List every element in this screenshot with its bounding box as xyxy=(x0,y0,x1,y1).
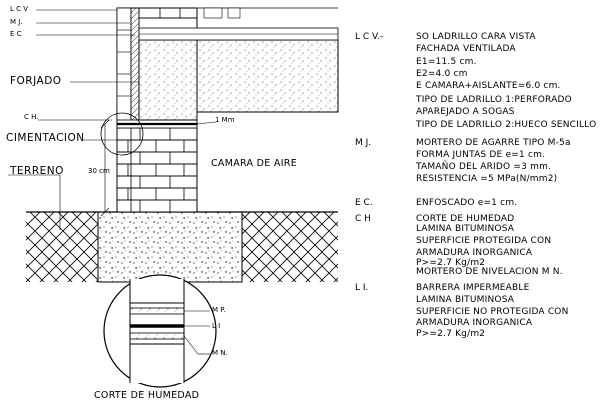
label-leaders xyxy=(8,9,139,230)
legend-ch-line-2: LAMINA BITUMINOSA xyxy=(416,224,515,234)
legend-mj-line-4: RESISTENCIA =5 MPa(N/mm2) xyxy=(416,174,558,184)
legend-lcv-line-8: TIPO DE LADRILLO 2:HUECO SENCILLO xyxy=(416,120,597,130)
legend-ch-line-6: MORTERO DE NIVELACION M N. xyxy=(416,267,563,277)
label-ch: C H. xyxy=(24,113,39,121)
label-camara-de-aire: CAMARA DE AIRE xyxy=(211,158,298,169)
legend-lcv-line-5: E CAMARA+AISLANTE=6.0 cm. xyxy=(416,81,561,91)
label-corte-de-humedad: CORTE DE HUMEDAD xyxy=(94,390,200,401)
legend-code-lcv: L C V.- xyxy=(355,32,384,42)
legend-lcv-line-6: TIPO DE LADRILLO 1:PERFORADO xyxy=(416,95,572,105)
legend-mj-line-1: MORTERO DE AGARRE TIPO M-5a xyxy=(416,138,571,148)
label-forjado: FORJADO xyxy=(10,75,62,87)
label-terreno: TERRENO xyxy=(10,165,64,177)
terrain-hatch xyxy=(26,212,338,282)
label-mn: M N. xyxy=(212,349,228,357)
legend-ec-line-1: ENFOSCADO e=1 cm. xyxy=(416,198,518,208)
legend-mj-line-2: FORMA JUNTAS DE e=1 cm. xyxy=(416,150,546,160)
legend-lcv-line-1: SO LADRILLO CARA VISTA xyxy=(416,32,536,42)
legend-li-line-2: LAMINA BITUMINOSA xyxy=(416,295,515,305)
label-lcv: L C V xyxy=(10,5,29,13)
legend-code-mj: M J. xyxy=(355,138,372,148)
legend-ch-line-1: CORTE DE HUMEDAD xyxy=(416,214,515,224)
legend-lcv-line-3: E1=11.5 cm. xyxy=(416,57,477,67)
label-mj: M J. xyxy=(10,18,23,26)
legend-li-line-1: BARRERA IMPERMEABLE xyxy=(416,283,530,293)
legend-lcv-line-7: APAREJADO A SOGAS xyxy=(416,107,515,117)
legend-code-ch: C H xyxy=(355,214,371,224)
legend-ch-line-3: SUPERFICIE PROTEGIDA CON xyxy=(416,236,552,246)
legend-ch-line-5: P>=2.7 Kg/m2 xyxy=(416,258,486,268)
legend-li-line-3: SUPERFICIE NO PROTEGIDA CON xyxy=(416,307,569,317)
legend-lcv-line-2: FACHADA VENTILADA xyxy=(416,44,516,54)
label-1mm: 1 Mm xyxy=(215,116,235,124)
legend-lcv-line-4: E2=4.0 cm xyxy=(416,69,468,79)
label-cimentacion: CIMENTACION xyxy=(6,132,85,144)
label-li: L I xyxy=(212,322,221,330)
label-ec: E C xyxy=(10,30,22,38)
dimension-30cm xyxy=(100,119,110,217)
damp-course-detail xyxy=(103,274,217,388)
floor-slab xyxy=(138,7,339,121)
foundation-concrete xyxy=(97,211,243,283)
label-mp: M P. xyxy=(212,306,226,314)
legend-li-line-5: P>=2.7 Kg/m2 xyxy=(416,329,486,339)
legend-mj-line-3: TAMAÑO DEL ARIDO =3 mm. xyxy=(416,162,552,172)
legend-code-ec: E C. xyxy=(355,198,373,208)
legend-code-li: L I. xyxy=(355,283,369,293)
legend-ch-line-4: ARMADURA INORGANICA xyxy=(416,248,533,258)
damp-course-detail-marker xyxy=(100,112,144,156)
legend-li-line-4: ARMADURA INORGANICA xyxy=(416,318,533,328)
label-30cm: 30 cm xyxy=(88,167,110,175)
